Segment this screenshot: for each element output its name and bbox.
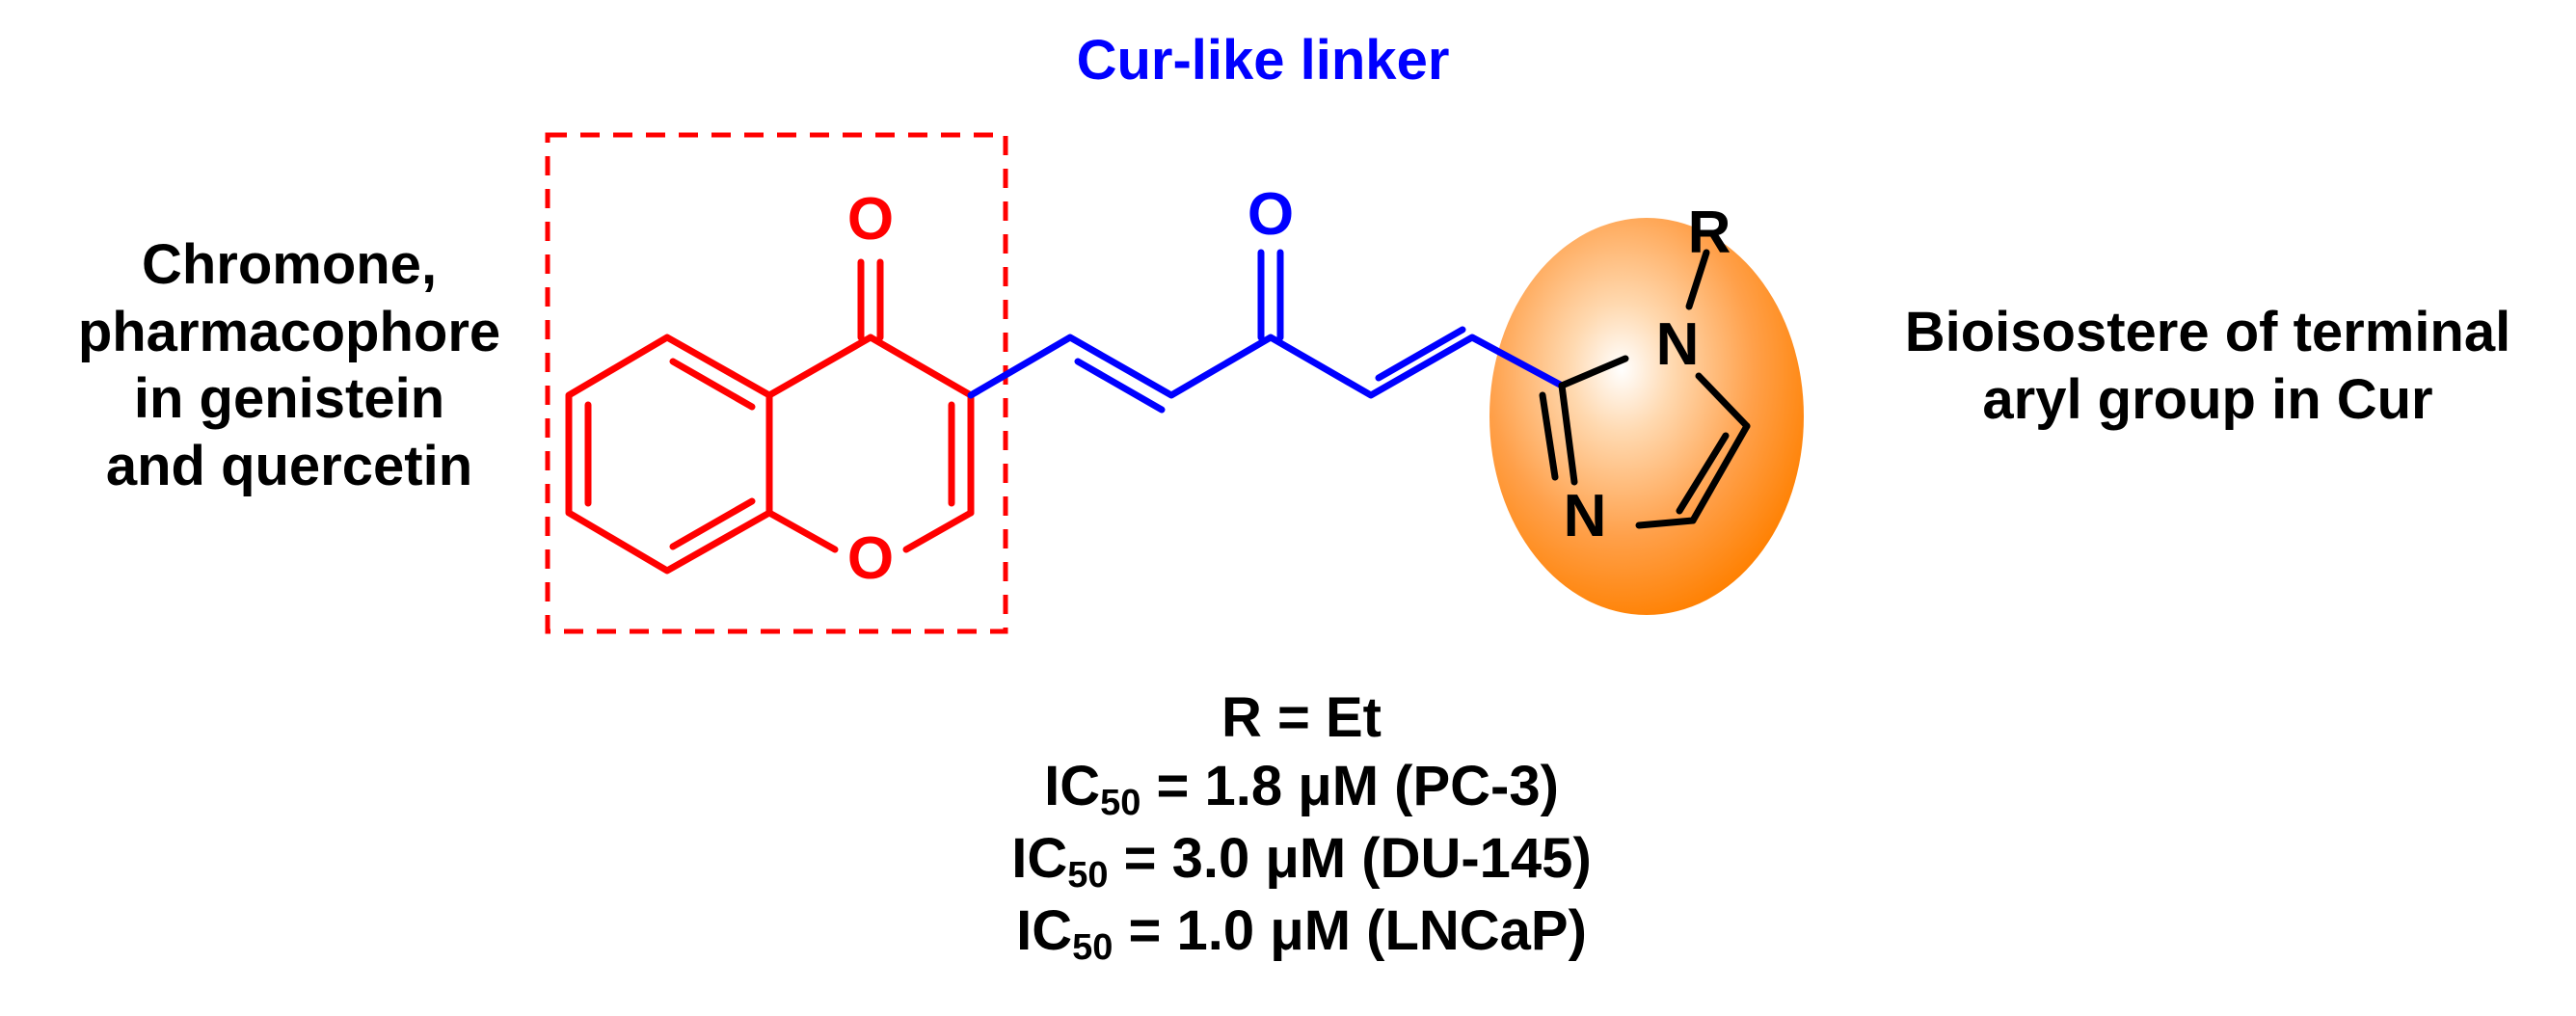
chromone-description: Chromone, pharmacophore in genistein and… [39, 231, 540, 499]
activity-info: R = Et IC50 = 1.8 μM (PC-3) IC50 = 3.0 μ… [868, 684, 1735, 971]
bioisostere-description: Bioisostere of terminal aryl group in Cu… [1832, 299, 2576, 433]
chromone-description-line: in genistein [133, 367, 445, 431]
ic50-label: IC [1016, 899, 1073, 963]
ic50-subscript: 50 [1067, 855, 1109, 896]
substituent-value: Et [1326, 686, 1382, 749]
chromone-description-line: Chromone, [141, 233, 438, 296]
substituent-definition: R = Et [868, 684, 1735, 753]
ic50-value: = 1.8 μM (PC-3) [1140, 754, 1559, 817]
substituent-prefix: R = [1221, 686, 1326, 749]
imidazole-n3-label: N [1564, 483, 1607, 549]
linker-carbonyl-oxygen: O [1248, 181, 1294, 248]
chromone-description-line: and quercetin [105, 434, 473, 497]
chromone-highlight-box [545, 132, 1008, 634]
ic50-subscript: 50 [1100, 782, 1141, 823]
ic50-value: = 3.0 μM (DU-145) [1108, 827, 1592, 891]
ic50-line: IC50 = 3.0 μM (DU-145) [868, 825, 1735, 897]
ring-oxygen: O [847, 525, 894, 592]
ic50-subscript: 50 [1072, 927, 1114, 969]
chromone-core [565, 258, 975, 575]
linker-label: Cur-like linker [1076, 29, 1450, 92]
bioisostere-description-line: Bioisostere of terminal [1904, 301, 2511, 363]
imidazole-ring [1539, 249, 1751, 529]
curcumin-like-linker [967, 249, 1566, 414]
imidazole-n1-label: N [1656, 311, 1700, 378]
chromone-carbonyl-oxygen: O [847, 186, 894, 253]
ic50-line: IC50 = 1.8 μM (PC-3) [868, 753, 1735, 825]
ic50-label: IC [1044, 754, 1101, 817]
ic50-value: = 1.0 μM (LNCaP) [1113, 899, 1587, 963]
imidazole-highlight-ellipse [1489, 218, 1804, 615]
ic50-line: IC50 = 1.0 μM (LNCaP) [868, 897, 1735, 970]
ic50-label: IC [1011, 827, 1068, 891]
substituent-r-label: R [1688, 200, 1731, 266]
chromone-description-line: pharmacophore [77, 300, 501, 363]
bioisostere-description-line: aryl group in Cur [1982, 367, 2433, 431]
